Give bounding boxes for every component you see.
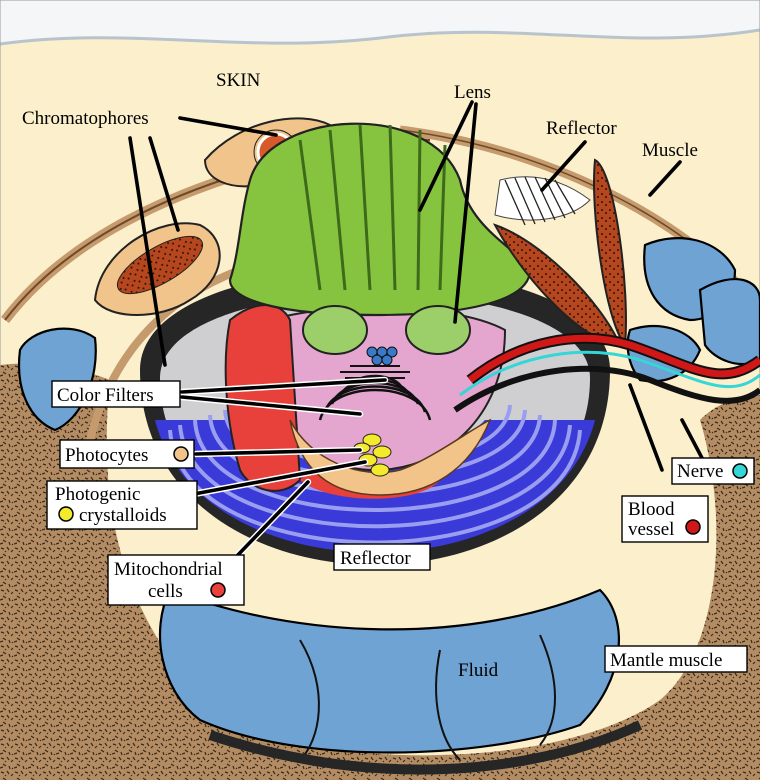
label-nerve: Nerve: [677, 461, 723, 482]
label-box-nerve: Nerve: [672, 458, 754, 484]
label-box-photocytes: Photocytes: [60, 440, 194, 468]
label-reflector-top: Reflector: [546, 118, 617, 139]
label-box-blood-vessel: Blood vessel: [622, 496, 708, 542]
label-box-reflector-center: Reflector: [334, 544, 430, 570]
label-box-color-filters: Color Filters: [52, 381, 180, 407]
label-muscle: Muscle: [642, 140, 698, 161]
mitochondrial-key-swatch: [211, 583, 225, 597]
label-box-photogenic: Photogenic crystalloids: [47, 481, 197, 529]
label-reflector-center: Reflector: [340, 548, 411, 569]
label-color-filters: Color Filters: [57, 385, 154, 406]
crystalloids-key-swatch: [59, 507, 73, 521]
label-fluid: Fluid: [458, 660, 499, 681]
blood-vessel-key-swatch: [686, 520, 700, 534]
label-photocytes: Photocytes: [65, 445, 148, 466]
label-photogenic-1: Photogenic: [55, 484, 141, 505]
label-box-mantle-muscle: Mantle muscle: [605, 646, 747, 672]
label-mantle-muscle: Mantle muscle: [610, 650, 722, 671]
nerve-key-swatch: [733, 464, 747, 478]
label-lens: Lens: [454, 82, 491, 103]
label-blood-2: vessel: [628, 519, 674, 540]
label-chromatophores: Chromatophores: [22, 108, 149, 129]
label-mitochondrial-2: cells: [148, 581, 183, 602]
label-mitochondrial-1: Mitochondrial: [114, 559, 223, 580]
label-photogenic-2: crystalloids: [79, 505, 167, 526]
label-blood-1: Blood: [628, 499, 675, 520]
label-skin: SKIN: [216, 70, 261, 91]
photocytes-key-swatch: [174, 447, 188, 461]
label-box-mitochondrial: Mitochondrial cells: [108, 555, 244, 605]
